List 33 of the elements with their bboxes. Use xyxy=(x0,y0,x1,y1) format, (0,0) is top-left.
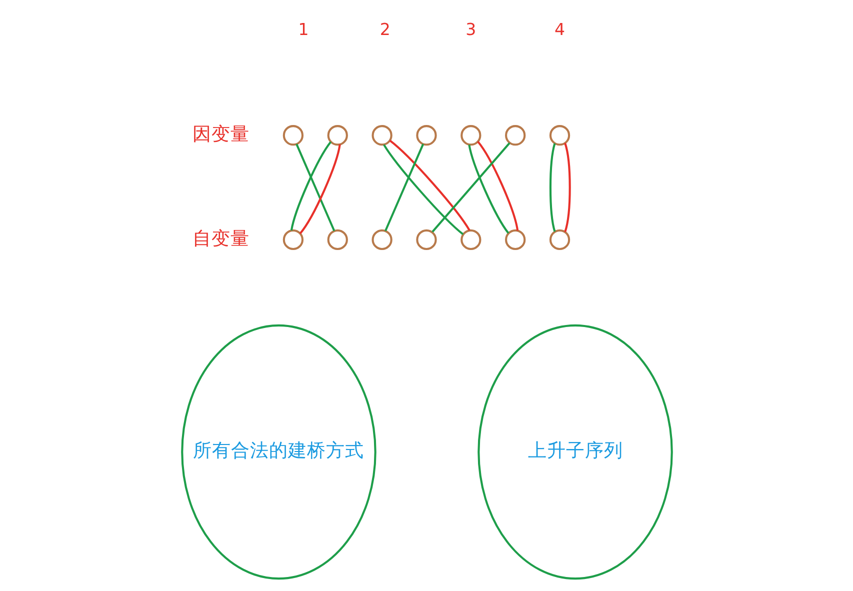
label: 自变量 xyxy=(192,228,249,250)
node-circle xyxy=(548,125,570,146)
label: 1 xyxy=(298,20,308,39)
connector xyxy=(468,144,509,234)
label: 因变量 xyxy=(192,124,249,145)
node-circle xyxy=(460,229,481,250)
node-ellipse: 所有合法的建桥方式 xyxy=(180,324,376,580)
connector xyxy=(548,143,556,232)
label: 2 xyxy=(379,20,390,39)
node-circle xyxy=(326,125,348,146)
node-circle xyxy=(548,229,570,250)
connector xyxy=(382,144,464,236)
node-circle xyxy=(416,229,436,250)
connector xyxy=(384,144,424,232)
node-circle xyxy=(371,125,392,146)
label: 3 xyxy=(465,20,476,39)
connector xyxy=(295,144,335,232)
node-circle xyxy=(326,229,348,250)
node-circle xyxy=(282,125,304,146)
node-circle xyxy=(416,125,436,146)
node-circle xyxy=(504,125,526,146)
node-circle xyxy=(460,125,481,146)
connector xyxy=(476,140,518,231)
node-ellipse: 上升子序列 xyxy=(477,324,672,580)
connector xyxy=(431,142,510,232)
node-circle xyxy=(504,229,526,250)
label: 4 xyxy=(554,20,565,39)
connector xyxy=(290,141,332,231)
node-circle xyxy=(371,229,392,250)
connector xyxy=(388,140,470,231)
connector xyxy=(564,142,570,232)
connector xyxy=(298,144,340,234)
node-circle xyxy=(282,229,304,250)
